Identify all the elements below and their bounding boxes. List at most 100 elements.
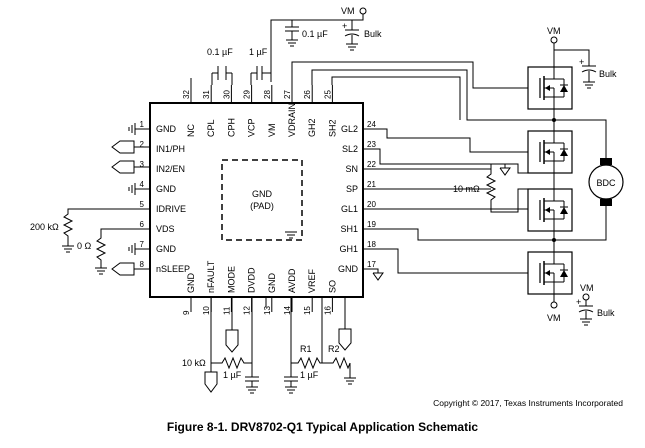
pin-right-22-num: 22 <box>367 160 376 169</box>
pin-top-32-name: NC <box>186 124 196 137</box>
cap-cpl-label: 0.1 µF <box>207 47 233 57</box>
pin-bottom-16-name: SO <box>327 280 337 293</box>
ic-body <box>149 102 364 298</box>
pin-left-6-num: 6 <box>140 220 145 229</box>
pin-bottom-13-name: GND <box>267 273 277 294</box>
pin-left-8-num: 8 <box>140 260 145 269</box>
plus-right-top: + <box>579 57 584 67</box>
pin-bottom-10-name: nFAULT <box>206 260 216 293</box>
pin-right-18-num: 18 <box>367 240 376 249</box>
pin-right-21-name: SP <box>346 184 358 194</box>
pin-bottom-16-num: 16 <box>323 306 332 315</box>
pin-right-19-num: 19 <box>367 220 376 229</box>
pin-right-20-name: GL1 <box>341 204 358 214</box>
res-r2-label: R2 <box>328 344 340 354</box>
pin-left-6-name: VDS <box>156 224 175 234</box>
pin-right-24-num: 24 <box>367 120 376 129</box>
pin-top-25-num: 25 <box>323 90 332 99</box>
fet-high-side-1 <box>527 188 573 232</box>
pin-bottom-9-num: 9 <box>182 310 191 315</box>
pin-bottom-14-num: 14 <box>283 306 292 315</box>
pin-bottom-15-num: 15 <box>303 306 312 315</box>
res-r1-label: R1 <box>300 344 312 354</box>
pad-label-gnd: GND <box>252 189 273 199</box>
vm-top-terminal <box>359 7 367 15</box>
plus-right-bottom: + <box>576 297 581 307</box>
pin-right-23-num: 23 <box>367 140 376 149</box>
pin-top-26-num: 26 <box>303 90 312 99</box>
pin-bottom-9-name: GND <box>186 273 196 294</box>
bulk-right-bottom-label: Bulk <box>597 308 615 318</box>
pin-left-5-num: 5 <box>140 200 145 209</box>
cap-vcp-label: 1 µF <box>249 47 268 57</box>
vm-right-bottom-label: VM <box>580 283 594 293</box>
pin-left-1-name: GND <box>156 124 177 134</box>
fet-high-side-2 <box>527 66 573 110</box>
pin-top-30-num: 30 <box>222 90 231 99</box>
pin-top-30-name: CPH <box>226 118 236 137</box>
cap-avdd-label: 1 µF <box>300 370 319 380</box>
vm-right-bottom-terminal <box>582 293 590 301</box>
pin-left-4-name: GND <box>156 184 177 194</box>
plus-top: + <box>342 21 347 31</box>
pin-left-2-name: IN1/PH <box>156 144 185 154</box>
cap-dvdd-label: 1 µF <box>223 370 242 380</box>
pin-top-29-name: VCP <box>247 118 257 137</box>
res-nfault-label: 10 kΩ <box>182 358 206 368</box>
pin-bottom-11-name: MODE <box>226 266 236 293</box>
res-vds-label: 0 Ω <box>77 241 92 251</box>
pin-top-31-num: 31 <box>202 90 211 99</box>
pin-right-18-name: GH1 <box>339 244 358 254</box>
pad-label-pad: (PAD) <box>250 201 274 211</box>
bulk-top-label: Bulk <box>364 29 382 39</box>
pin-right-23-name: SL2 <box>342 144 358 154</box>
pin-left-5-name: IDRIVE <box>156 204 186 214</box>
pin-bottom-12-name: DVDD <box>247 267 257 293</box>
bulk-right-top-label: Bulk <box>599 69 617 79</box>
pin-right-19-name: SH1 <box>340 224 358 234</box>
pin-left-7-name: GND <box>156 244 177 254</box>
res-sense-label: 10 mΩ <box>453 184 480 194</box>
pin-left-3-name: IN2/EN <box>156 164 185 174</box>
vm-top-label: VM <box>341 6 355 16</box>
pin-right-22-name: SN <box>345 164 358 174</box>
pin-right-17-name: GND <box>338 264 359 274</box>
copyright-notice: Copyright © 2017, Texas Instruments Inco… <box>433 398 623 408</box>
pin-bottom-12-num: 12 <box>243 306 252 315</box>
pin-bottom-11-num: 11 <box>222 306 231 315</box>
pin-top-27-num: 27 <box>283 90 292 99</box>
cap-top-label: 0.1 µF <box>302 29 328 39</box>
pin-left-8-name: nSLEEP <box>156 264 190 274</box>
vm-right-terminal <box>550 36 558 44</box>
pin-right-21-num: 21 <box>367 180 376 189</box>
ic-pins: GND1IN1/PH2IN2/EN3GND4IDRIVE5VDS6GND7nSL… <box>140 85 376 315</box>
pin-right-24-name: GL2 <box>341 124 358 134</box>
pin-top-27-name: VDRAIN <box>287 103 297 137</box>
pin-top-32-num: 32 <box>182 90 191 99</box>
pin-top-28-num: 28 <box>263 90 272 99</box>
pin-left-7-num: 7 <box>140 240 145 249</box>
pin-right-20-num: 20 <box>367 200 376 209</box>
pin-bottom-13-num: 13 <box>263 306 272 315</box>
pin-left-2-num: 2 <box>140 140 145 149</box>
pin-top-25-name: SH2 <box>327 119 337 137</box>
thermal-pad <box>221 159 303 241</box>
fet-low-side-2 <box>527 130 573 174</box>
pin-bottom-10-num: 10 <box>202 306 211 315</box>
vm-bottom-label: VM <box>547 313 561 323</box>
pin-top-29-num: 29 <box>243 90 252 99</box>
pin-left-4-num: 4 <box>140 180 145 189</box>
fet-low-side-1 <box>527 251 573 295</box>
vm-right-top-label: VM <box>547 26 561 36</box>
figure-caption: Figure 8-1. DRV8702-Q1 Typical Applicati… <box>166 420 479 434</box>
pin-bottom-14-name: AVDD <box>287 268 297 293</box>
pin-top-31-name: CPL <box>206 119 216 137</box>
pin-top-26-name: GH2 <box>307 118 317 137</box>
pin-left-3-num: 3 <box>140 160 145 169</box>
pin-bottom-15-name: VREF <box>307 268 317 293</box>
motor-label: BDC <box>596 178 616 188</box>
pin-left-1-num: 1 <box>140 120 145 129</box>
pin-top-28-name: VM <box>267 124 277 138</box>
pin-right-17-num: 17 <box>367 260 376 269</box>
